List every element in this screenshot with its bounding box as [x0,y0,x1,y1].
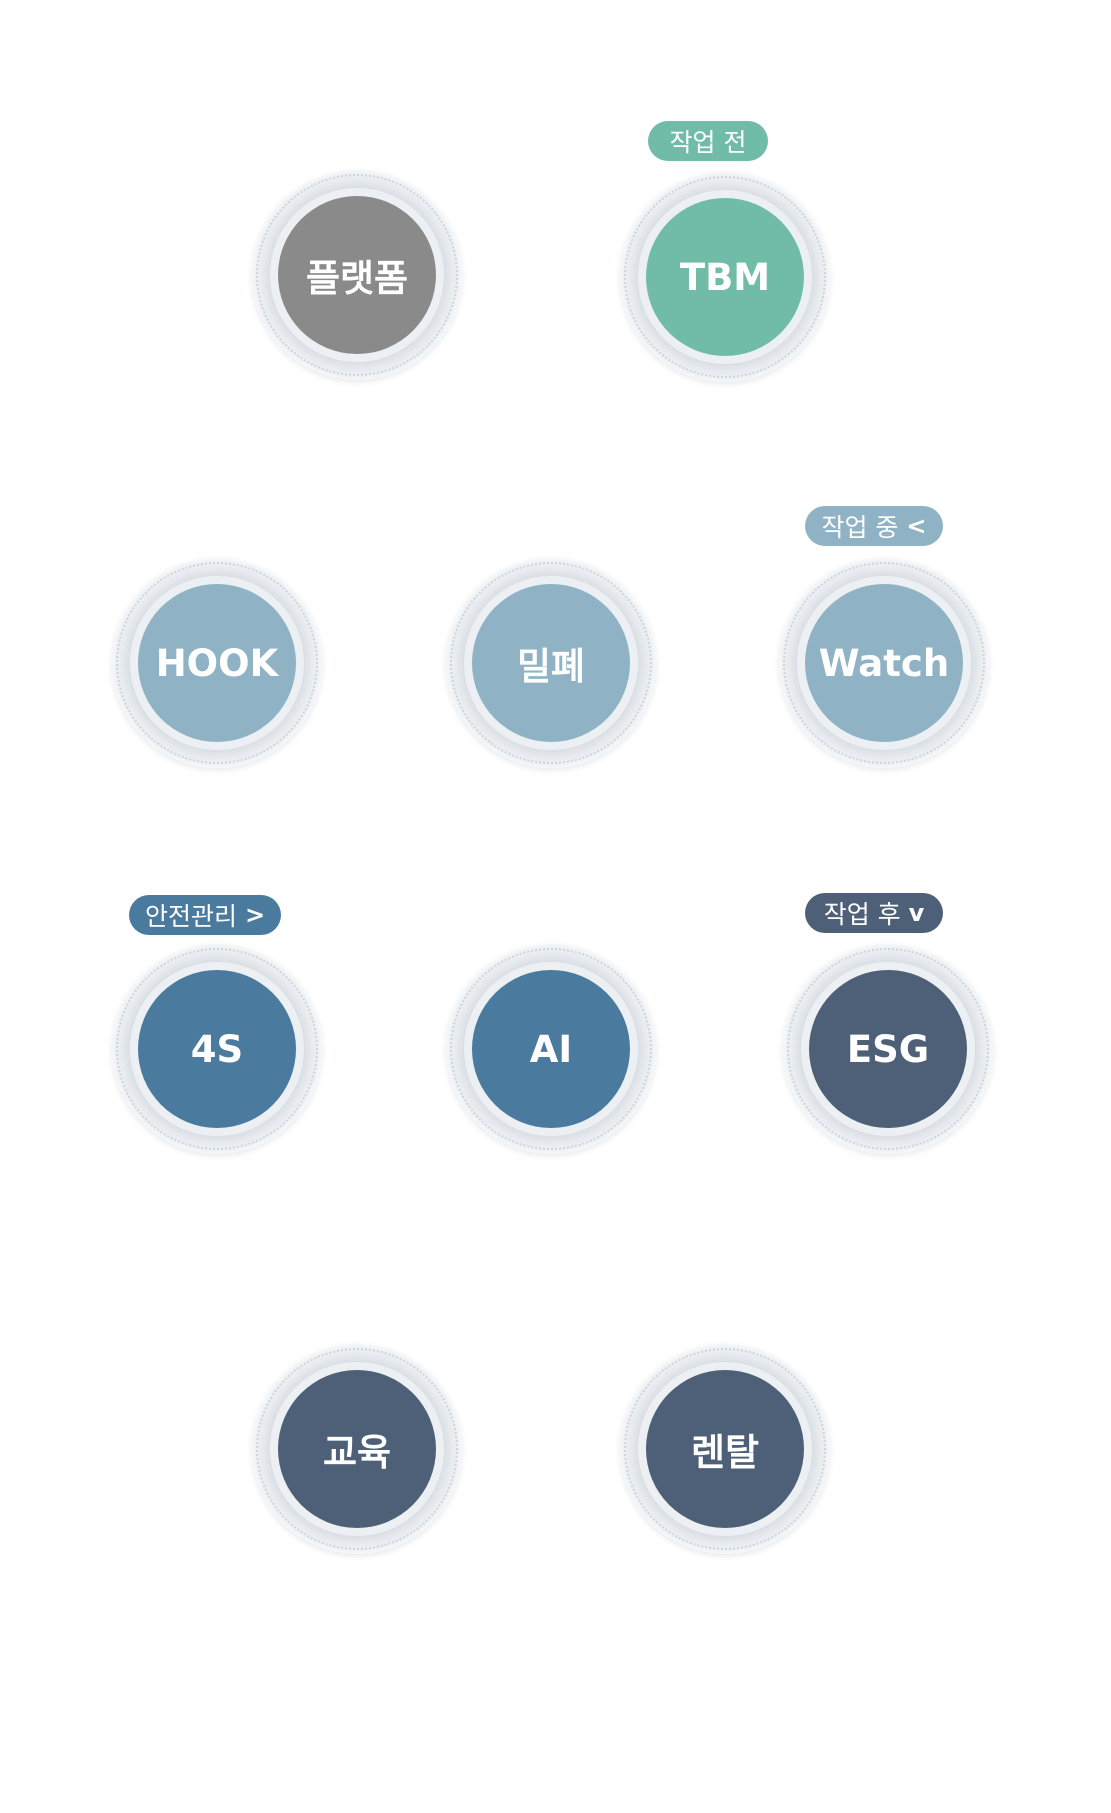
safety-management-tag[interactable]: 안전관리 > [129,895,281,935]
chevron-right-icon: > [244,901,266,929]
platform-button[interactable]: 플랫폼 [252,170,462,380]
chevron-left-icon: < [906,512,927,540]
hook-label: HOOK [138,584,296,742]
tbm-label: TBM [646,198,804,356]
chevron-down-icon: v [908,899,925,927]
during-work-tag[interactable]: 작업 중 < [805,506,943,546]
milpye-button[interactable]: 밀폐 [446,558,656,768]
after-work-tag[interactable]: 작업 후 v [805,893,943,933]
before-work-label: 작업 전 [669,128,747,157]
hook-button[interactable]: HOOK [112,558,322,768]
watch-label: Watch [805,584,963,742]
watch-button[interactable]: Watch [779,558,989,768]
after-work-label: 작업 후 [823,900,901,929]
esg-button[interactable]: ESG [783,944,993,1154]
rental-label: 렌탈 [646,1370,804,1528]
during-work-label: 작업 중 [821,513,899,542]
tbm-button[interactable]: TBM [620,172,830,382]
education-label: 교육 [278,1370,436,1528]
education-button[interactable]: 교육 [252,1344,462,1554]
esg-label: ESG [809,970,967,1128]
platform-label: 플랫폼 [278,196,436,354]
ai-label: AI [472,970,630,1128]
ai-button[interactable]: AI [446,944,656,1154]
4s-button[interactable]: 4S [112,944,322,1154]
milpye-label: 밀폐 [472,584,630,742]
before-work-tag: 작업 전 [648,121,768,161]
rental-button[interactable]: 렌탈 [620,1344,830,1554]
safety-management-label: 안전관리 [144,902,237,931]
4s-label: 4S [138,970,296,1128]
